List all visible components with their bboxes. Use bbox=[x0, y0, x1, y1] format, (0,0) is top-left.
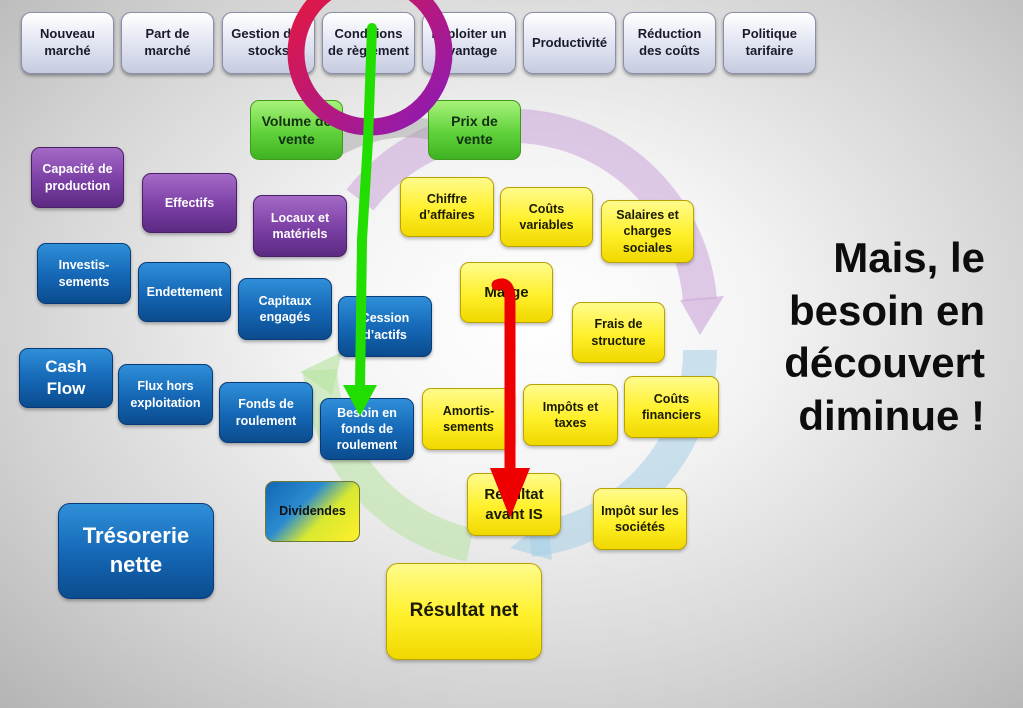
node-dividendes: Dividendes bbox=[265, 481, 360, 542]
cycle-arrow-bottom-head bbox=[300, 352, 342, 395]
red-down-arrow-shaft bbox=[491, 278, 516, 476]
node-investissements: Investis- sements bbox=[37, 243, 131, 304]
node-impots-et-taxes: Impôts et taxes bbox=[523, 384, 618, 446]
node-locaux-et-materiels: Locaux et matériels bbox=[253, 195, 347, 257]
green-down-arrow-shaft bbox=[355, 23, 377, 395]
node-couts-variables: Coûts variables bbox=[500, 187, 593, 247]
green-down-arrow-head bbox=[343, 385, 377, 416]
tab-productivite[interactable]: Productivité bbox=[523, 12, 616, 74]
node-cash-flow: Cash Flow bbox=[19, 348, 113, 408]
node-resultat-avant-is: Résultat avant IS bbox=[467, 473, 561, 536]
node-volume-de-vente: Volume de vente bbox=[250, 100, 343, 160]
node-flux-hors-exploitation: Flux hors exploitation bbox=[118, 364, 213, 425]
node-salaires-charges-sociales: Salaires et charges sociales bbox=[601, 200, 694, 263]
tab-nouveau-marche[interactable]: Nouveau marché bbox=[21, 12, 114, 74]
cycle-arrow-top-head bbox=[680, 296, 724, 335]
node-besoin-en-fonds-de-roulement: Besoin en fonds de roulement bbox=[320, 398, 414, 460]
node-frais-de-structure: Frais de structure bbox=[572, 302, 665, 363]
node-capitaux-engages: Capitaux engagés bbox=[238, 278, 332, 340]
tab-reduction-des-couts[interactable]: Réduction des coûts bbox=[623, 12, 716, 74]
node-couts-financiers: Coûts financiers bbox=[624, 376, 719, 438]
node-resultat-net: Résultat net bbox=[386, 563, 542, 660]
node-impot-sur-les-societes: Impôt sur les sociétés bbox=[593, 488, 687, 550]
node-effectifs: Effectifs bbox=[142, 173, 237, 233]
node-chiffre-affaires: Chiffre d’affaires bbox=[400, 177, 494, 237]
node-cession-actifs: Cession d’actifs bbox=[338, 296, 432, 357]
headline-besoin-decouvert: Mais, le besoin en découvert diminue ! bbox=[784, 234, 985, 439]
tab-politique-tarifaire[interactable]: Politique tarifaire bbox=[723, 12, 816, 74]
node-endettement: Endettement bbox=[138, 262, 231, 322]
node-capacite-de-production: Capacité de production bbox=[31, 147, 124, 208]
red-down-arrow-head bbox=[490, 468, 530, 518]
tab-part-de-marche[interactable]: Part de marché bbox=[121, 12, 214, 74]
node-tresorerie-nette: Trésorerie nette bbox=[58, 503, 214, 599]
node-prix-de-vente: Prix de vente bbox=[428, 100, 521, 160]
node-fonds-de-roulement: Fonds de roulement bbox=[219, 382, 313, 443]
